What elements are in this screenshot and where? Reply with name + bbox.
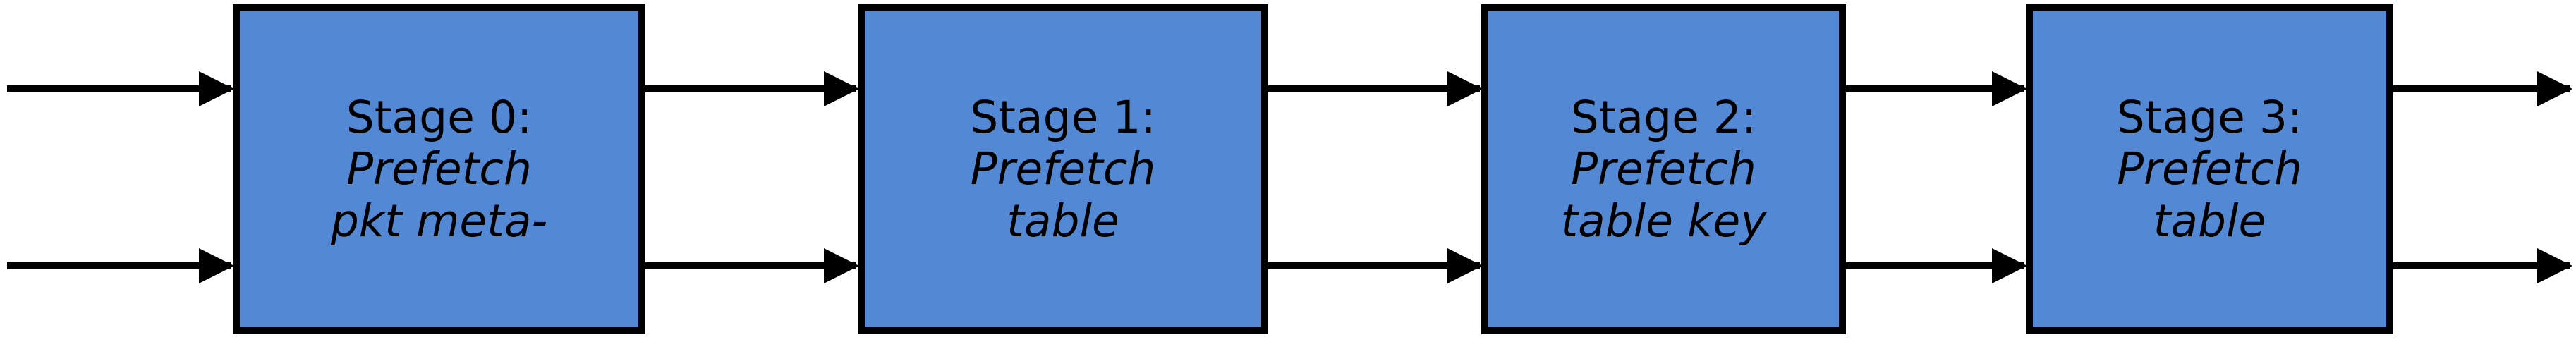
stage-subtitle-line2-0: pkt meta-	[330, 195, 548, 247]
stage-subtitle-line2-2: table key	[1560, 195, 1767, 247]
stage-title-1: Stage 1:	[970, 92, 1156, 144]
stage-subtitle-line1-3: Prefetch	[2117, 143, 2302, 195]
stage-title-0: Stage 0:	[346, 92, 533, 144]
stage-title-3: Stage 3:	[2116, 92, 2303, 144]
stage-subtitle-line1-2: Prefetch	[1571, 143, 1756, 195]
stage-subtitle-line2-1: table	[1007, 195, 1119, 247]
stage-subtitle-line2-3: table	[2153, 195, 2266, 247]
stage-title-2: Stage 2:	[1570, 92, 1757, 144]
stage-subtitle-line1-1: Prefetch	[970, 143, 1156, 195]
stage-subtitle-line1-0: Prefetch	[346, 143, 532, 195]
